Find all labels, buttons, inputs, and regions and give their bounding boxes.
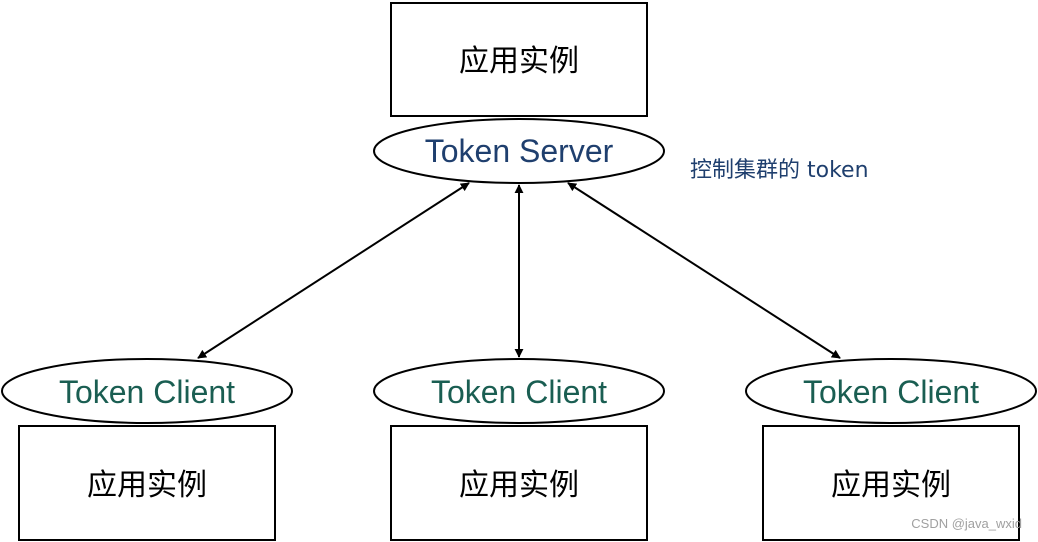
client-app-label-1: 应用实例 bbox=[87, 468, 207, 503]
edge-server-client-3 bbox=[567, 182, 841, 359]
token-server-node: Token Server bbox=[373, 118, 665, 184]
watermark: CSDN @java_wxid bbox=[911, 516, 1022, 531]
edge-server-client-1 bbox=[197, 182, 470, 359]
server-app-instance: 应用实例 bbox=[390, 2, 648, 117]
token-client-node-2: Token Client bbox=[373, 358, 665, 424]
cluster-token-note: 控制集群的 token bbox=[690, 158, 869, 183]
client-app-instance-3: 应用实例 bbox=[762, 425, 1020, 541]
server-app-label: 应用实例 bbox=[459, 44, 579, 79]
client-app-instance-1: 应用实例 bbox=[18, 425, 276, 541]
client-app-label-2: 应用实例 bbox=[459, 468, 579, 503]
token-server-label: Token Server bbox=[425, 133, 614, 169]
token-client-node-3: Token Client bbox=[745, 358, 1037, 424]
client-app-label-3: 应用实例 bbox=[831, 468, 951, 503]
token-client-node-1: Token Client bbox=[1, 358, 293, 424]
token-client-label-2: Token Client bbox=[431, 374, 607, 410]
token-client-label-1: Token Client bbox=[59, 374, 235, 410]
client-app-instance-2: 应用实例 bbox=[390, 425, 648, 541]
token-client-label-3: Token Client bbox=[803, 374, 979, 410]
